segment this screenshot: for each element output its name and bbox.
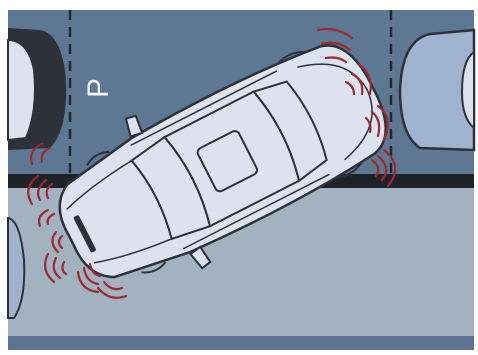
parking-sign-letter: P	[82, 78, 115, 98]
road-bottom-band	[8, 336, 474, 350]
parked-car-left	[8, 28, 66, 150]
parked-car-right	[400, 30, 474, 150]
